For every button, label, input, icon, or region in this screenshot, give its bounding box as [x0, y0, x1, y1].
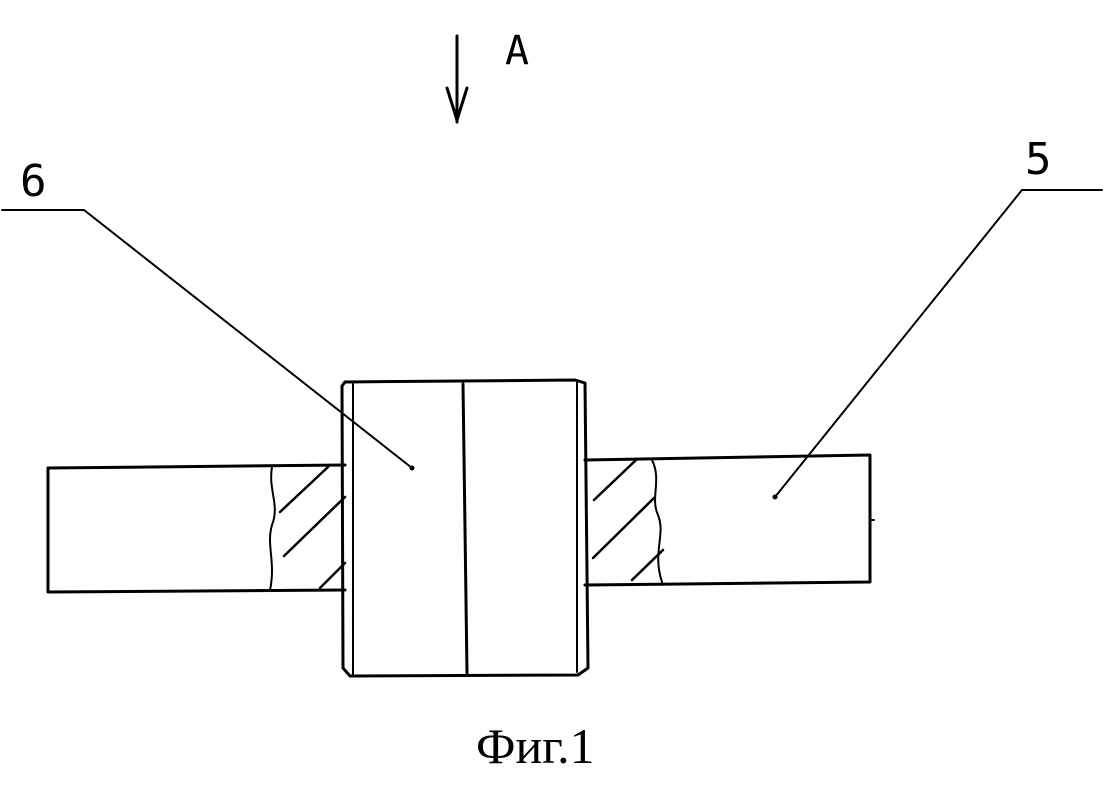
view-arrow — [447, 36, 467, 122]
callout-5 — [773, 190, 1103, 500]
central-sleeve — [342, 380, 588, 676]
callout-5-number: 5 — [1025, 134, 1052, 185]
right-shaft — [585, 455, 874, 585]
left-shaft — [48, 465, 345, 592]
view-arrow-label: A — [505, 28, 529, 74]
callout-6-number: 6 — [20, 156, 47, 207]
figure-caption: Фиг.1 — [476, 718, 595, 774]
